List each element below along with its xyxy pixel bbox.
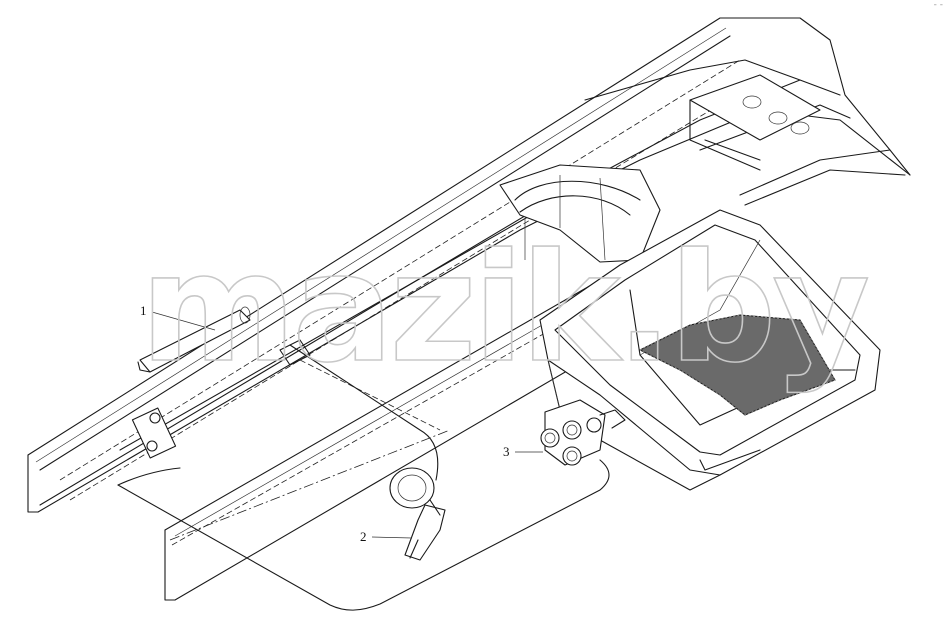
callout-3-label: 3: [503, 444, 510, 459]
air-cylinder: [137, 306, 251, 373]
underbody-panel: [117, 344, 610, 611]
callout-2-label: 2: [360, 529, 367, 544]
callout-1: 1: [140, 303, 216, 331]
tee-fitting: [131, 407, 177, 459]
battery-box: [539, 209, 881, 491]
shut-off-valve: [389, 467, 446, 561]
callout-2: 2: [360, 529, 413, 544]
watermark: mazik.by: [140, 222, 868, 396]
corner-mark: ‐ ‐: [933, 0, 943, 10]
callout-3: 3: [503, 444, 543, 459]
valve-block: [540, 399, 626, 466]
callout-1-label: 1: [140, 303, 147, 318]
